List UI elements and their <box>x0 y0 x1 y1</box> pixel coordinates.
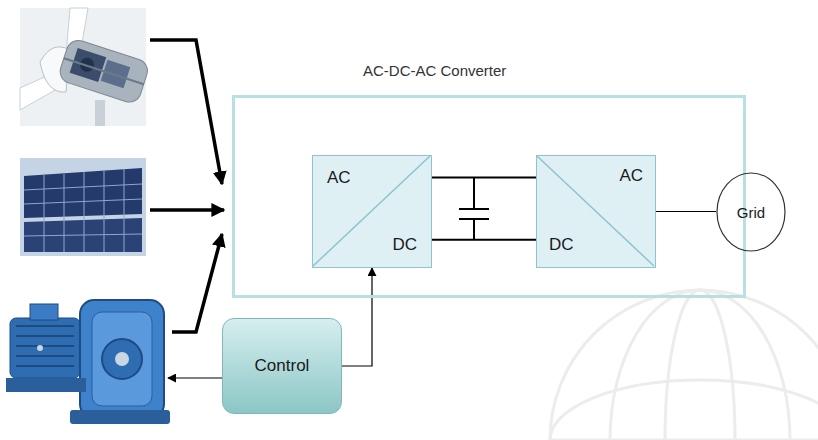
ac-label: AC <box>619 166 643 186</box>
dc-link-wire <box>432 239 536 241</box>
control-signal <box>342 268 372 366</box>
grid-label: Grid <box>737 204 765 221</box>
watermark-globe <box>550 290 818 440</box>
control-arrow <box>168 377 222 378</box>
solar-panel-picture <box>20 158 146 256</box>
dc-link-wire <box>432 177 536 179</box>
dc-label: DC <box>549 235 574 255</box>
grid-wire <box>656 211 716 212</box>
converter-box: AC-DC-AC ConverterACDCACDC <box>232 95 746 298</box>
generator-picture <box>6 300 170 424</box>
converter-title: AC-DC-AC Converter <box>363 62 506 79</box>
input-arrows <box>150 40 224 332</box>
capacitor-symbol <box>459 178 489 240</box>
grid-circle: Grid <box>716 172 786 252</box>
inverter-box: AC DC <box>536 155 656 268</box>
dc-label: DC <box>392 235 417 255</box>
rectifier-box: AC DC <box>312 155 432 268</box>
control-box: Control <box>222 318 342 414</box>
ac-label: AC <box>327 168 351 188</box>
control-label: Control <box>255 356 310 376</box>
wind-turbine-picture <box>20 8 151 126</box>
